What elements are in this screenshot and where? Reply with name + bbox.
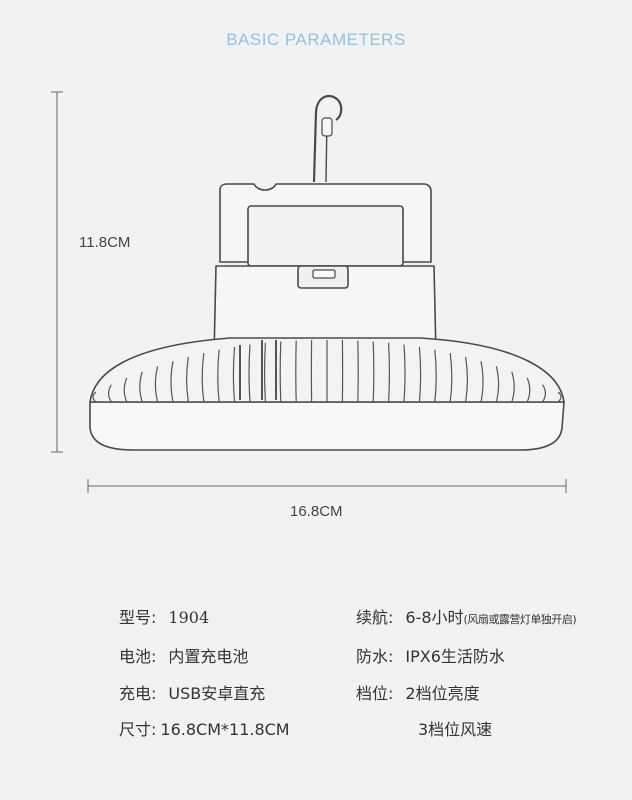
- spec-runtime-note: (风扇或露营灯单独开启): [463, 613, 577, 626]
- cooling-fin: [495, 366, 500, 403]
- spec-waterproof: 防水: IPX6生活防水: [356, 643, 505, 667]
- product-line-drawing: [51, 91, 567, 493]
- cooling-fin: [542, 384, 546, 403]
- cooling-fin: [434, 349, 437, 403]
- spec-gear-value: 2档位亮度: [405, 684, 480, 703]
- cooling-fin: [201, 352, 205, 403]
- cooling-fin: [170, 361, 174, 403]
- spec-charging: 充电: USB安卓直充: [119, 680, 265, 704]
- height-label: 11.8CM: [79, 234, 131, 251]
- base: [89, 401, 565, 451]
- cooling-fins: [92, 340, 562, 403]
- spec-runtime-value: 6-8小时: [405, 608, 464, 627]
- cooling-fin: [92, 391, 97, 403]
- width-label: 16.8CM: [290, 503, 343, 520]
- cooling-fin: [232, 346, 236, 403]
- spec-charging-value: USB安卓直充: [168, 684, 266, 703]
- cooling-fin: [557, 391, 562, 403]
- spec-model: 型号: 1904: [119, 604, 209, 628]
- cooling-fin: [264, 342, 266, 403]
- cooling-fin: [403, 344, 406, 403]
- page-title: BASIC PARAMETERS: [226, 30, 406, 49]
- cooling-fin: [108, 384, 112, 403]
- spec-waterproof-key: 防水:: [356, 647, 394, 666]
- cooling-fin: [279, 341, 282, 403]
- cooling-fin: [418, 346, 422, 403]
- spec-fan-speed-value: 3档位风速: [418, 720, 493, 739]
- cooling-fin: [526, 377, 531, 403]
- hook: [312, 94, 343, 183]
- cooling-fin: [372, 341, 375, 403]
- spec-waterproof-value: IPX6生活防水: [405, 647, 505, 666]
- spec-size: 尺寸:16.8CM*11.8CM: [119, 716, 290, 740]
- cooling-fin: [139, 371, 143, 403]
- spec-size-value: 16.8CM*11.8CM: [160, 720, 290, 739]
- cooling-fin: [123, 377, 128, 403]
- spec-battery: 电池: 内置充电池: [119, 643, 248, 667]
- height-dimension-line: [51, 91, 63, 453]
- cooling-fin: [511, 371, 515, 403]
- spec-fan-speed: 3档位风速: [418, 716, 492, 740]
- spec-gear-key: 档位:: [356, 684, 394, 703]
- cooling-fin: [480, 361, 484, 403]
- spec-battery-value: 内置充电池: [168, 647, 249, 666]
- spec-model-key: 型号:: [119, 608, 157, 627]
- spec-runtime: 续航: 6-8小时(风扇或露营灯单独开启): [356, 604, 577, 628]
- spec-model-value: 1904: [168, 608, 210, 627]
- cooling-fin: [154, 366, 159, 403]
- spec-size-key: 尺寸:: [119, 720, 157, 739]
- spec-gear: 档位: 2档位亮度: [356, 680, 480, 704]
- cooling-fin: [449, 352, 453, 403]
- cooling-fin: [388, 342, 390, 403]
- cooling-fin: [186, 356, 189, 403]
- spec-charging-key: 充电:: [119, 684, 157, 703]
- cooling-fin: [465, 356, 468, 403]
- cooling-fin: [217, 349, 220, 403]
- cooling-fin: [248, 344, 251, 403]
- spec-runtime-key: 续航:: [356, 608, 394, 627]
- width-dimension-line: [87, 479, 567, 493]
- spec-battery-key: 电池:: [119, 647, 157, 666]
